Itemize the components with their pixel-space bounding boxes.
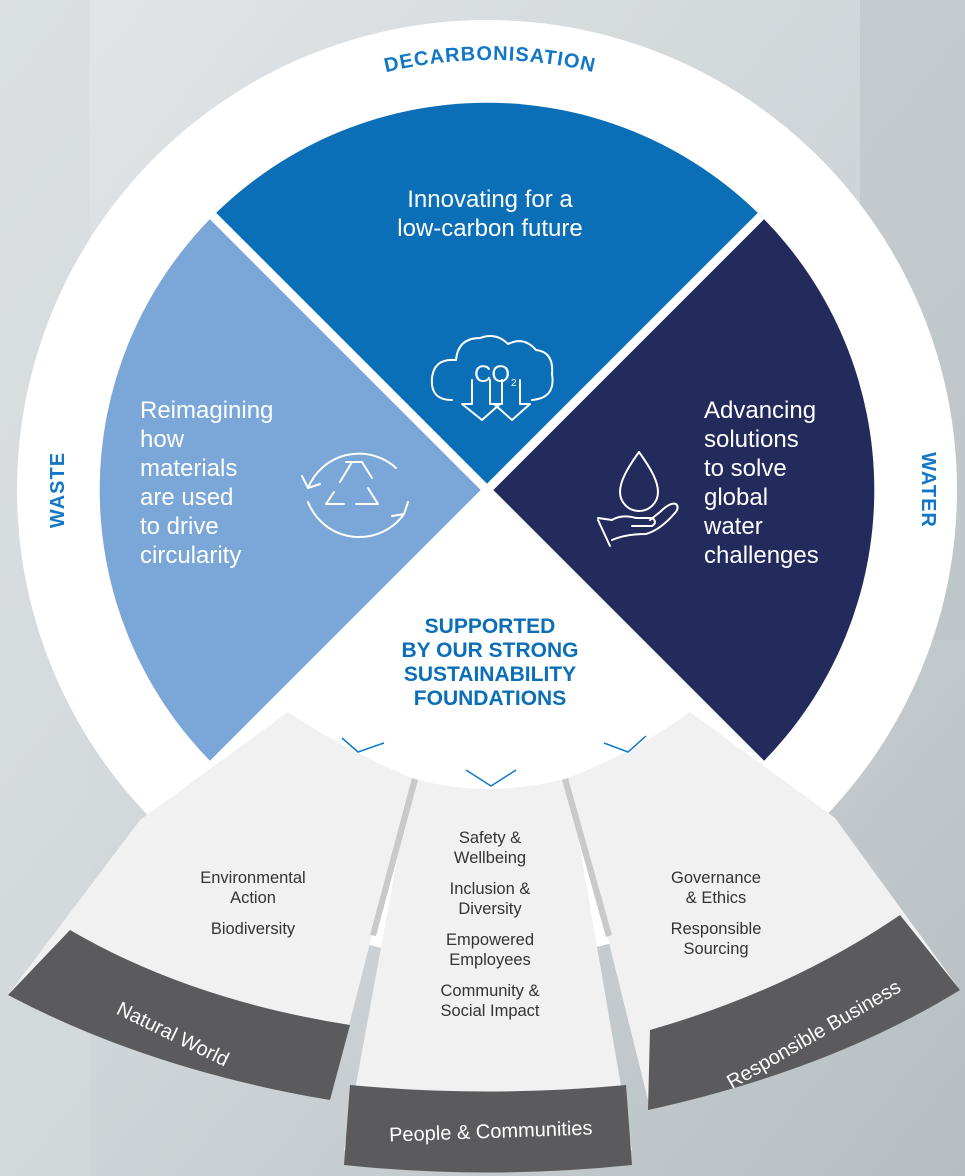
segment-text-decarbonisation: Innovating for a low-carbon future [397, 186, 583, 242]
pillar-separator [370, 778, 418, 936]
pillar-band-people-communities [344, 1085, 632, 1173]
center-area [270, 490, 704, 797]
pillar-item: Safety &Wellbeing [453, 829, 527, 867]
divider-line [483, 212, 765, 494]
pillar-item: Governance& Ethics [671, 869, 761, 907]
co2-subscript: 2 [511, 378, 517, 389]
recycle-icon [301, 452, 409, 539]
co2-cloud-icon: CO 2 [430, 335, 554, 421]
segment-decarbonisation[interactable] [213, 102, 761, 490]
water-drop-hand-icon [597, 451, 679, 547]
chevron-down-icon [341, 737, 385, 753]
ring-label-waste: WASTE [47, 452, 69, 528]
segment-text-water: Advancing solutions to solve global wate… [704, 397, 819, 569]
divider-line [209, 212, 491, 494]
pillar-item: Biodiversity [210, 920, 296, 938]
pillar-band-natural-world [8, 930, 350, 1100]
chevron-down-icon [603, 735, 647, 753]
center-heading: SUPPORTED BY OUR STRONG SUSTAINABILITY F… [401, 615, 579, 710]
chevron-down-icon [465, 769, 517, 787]
ring-label-water: WATER [917, 452, 939, 528]
pillar-item: Inclusion &Diversity [449, 880, 531, 918]
pillar-panel-people-communities[interactable] [344, 778, 632, 1150]
pillar-separator [562, 778, 612, 937]
segment-text-waste: Reimagining how materials are used to dr… [140, 397, 274, 569]
pillar-band-responsible-business [648, 915, 960, 1110]
pillar-item: Community &Social Impact [440, 982, 540, 1020]
segment-waste[interactable] [99, 216, 488, 764]
co2-label: CO [474, 361, 510, 388]
pillar-items-people-communities: Safety &Wellbeing Inclusion &Diversity E… [400, 828, 580, 1032]
segment-water[interactable] [487, 216, 875, 764]
